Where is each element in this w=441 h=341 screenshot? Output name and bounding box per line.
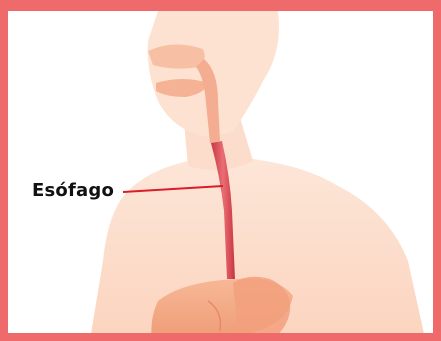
anatomy-illustration bbox=[8, 11, 441, 341]
esophagus-label: Esófago bbox=[32, 180, 114, 202]
nasal-cavity bbox=[148, 44, 205, 68]
